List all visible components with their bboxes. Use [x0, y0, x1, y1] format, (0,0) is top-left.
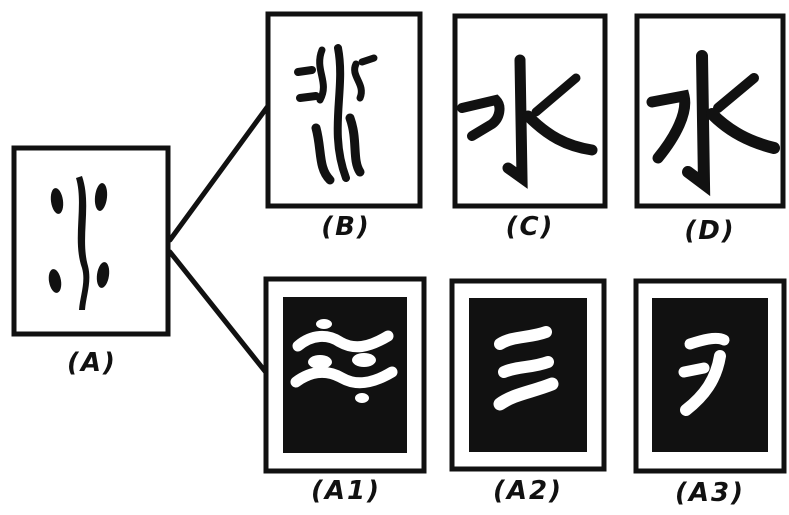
panel-a2 [449, 278, 607, 472]
glyph-d-icon [646, 50, 780, 197]
glyph-a1-icon [290, 319, 398, 403]
panel-a [11, 145, 171, 337]
panel-a1 [263, 276, 427, 474]
label-d: (D) [684, 216, 736, 246]
glyph-a3-icon [678, 332, 730, 416]
glyph-c-icon [457, 54, 598, 189]
label-a: (A) [67, 348, 117, 378]
glyph-a2-icon [493, 326, 559, 411]
label-c: (C) [505, 212, 555, 242]
panel-a3 [633, 278, 787, 474]
panel-c [452, 13, 608, 209]
label-a3: (A3) [675, 478, 745, 508]
connector-to-b [167, 103, 271, 243]
label-a1: (A1) [311, 476, 381, 506]
panel-b [265, 11, 423, 209]
connector-to-a1 [167, 249, 271, 378]
connector-lines [167, 103, 271, 378]
panel-d [634, 13, 786, 209]
glyph-a-icon [48, 176, 110, 310]
label-a2: (A2) [493, 476, 563, 506]
glyph-b-icon [294, 44, 378, 185]
label-b: (B) [321, 212, 371, 242]
